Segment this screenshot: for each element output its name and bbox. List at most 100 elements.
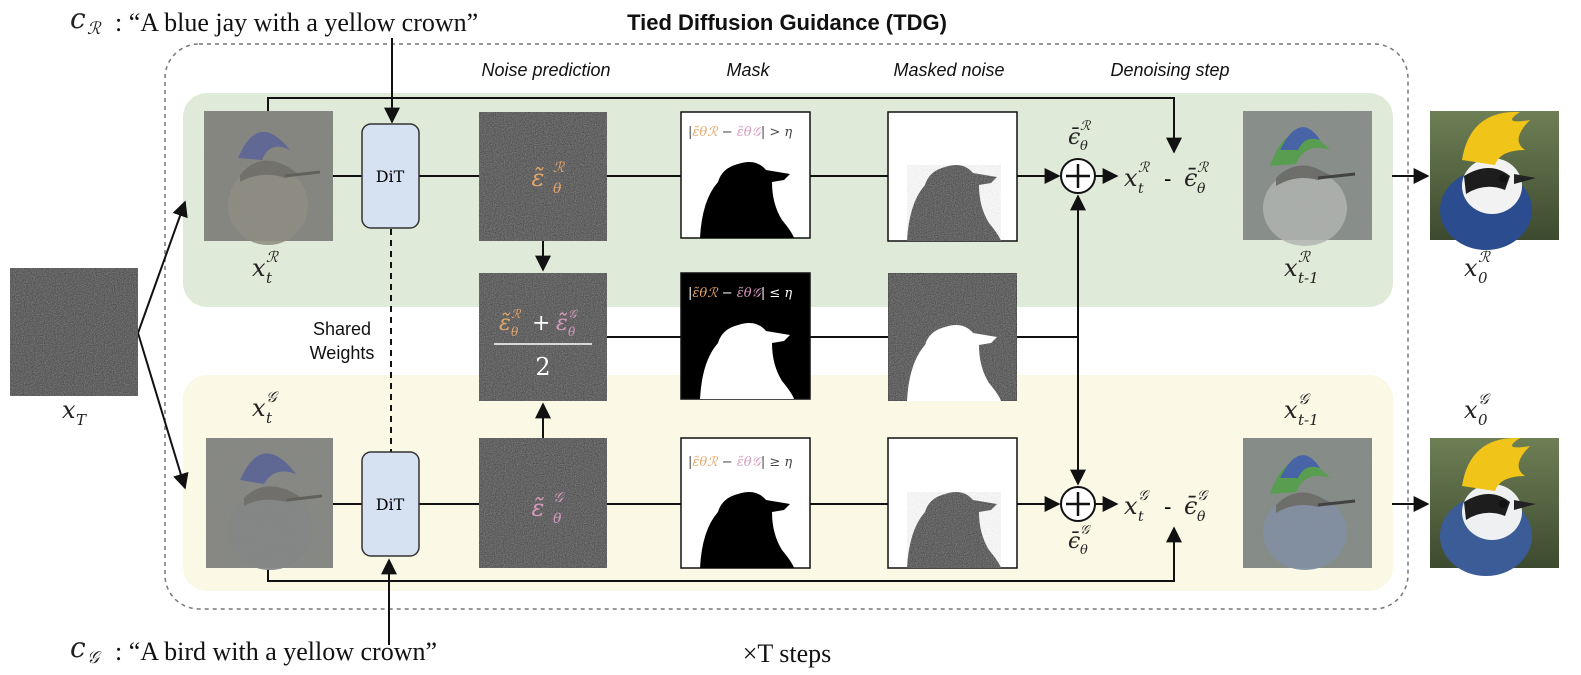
steps-loop-border (164, 43, 1409, 610)
header-noise-prediction: Noise prediction (481, 60, 610, 80)
dit-block-R (361, 123, 420, 229)
prompt-G: c 𝒢 : “A bird with a yellow crown” (70, 631, 437, 668)
noise-pred-G-tile (479, 438, 607, 568)
svg-text:t: t (266, 269, 273, 287)
svg-text:+: + (532, 311, 550, 336)
svg-text:𝒢: 𝒢 (568, 307, 579, 321)
xtG-noisy-image (206, 438, 333, 570)
svg-text:t-1: t-1 (1298, 269, 1319, 287)
svg-text:ℛ: ℛ (1298, 248, 1311, 266)
prompt-G-subscript: 𝒢 (87, 648, 102, 668)
denoise-eq-R: x t ℛ - ϵ̄ θ ℛ (1124, 160, 1209, 197)
noise-pred-R-tile (479, 112, 607, 241)
svg-text:t: t (1138, 509, 1144, 525)
svg-text:x: x (1464, 254, 1478, 282)
svg-text:θ: θ (568, 325, 576, 339)
noise-avg-tile (479, 273, 607, 401)
skip-connection-R (267, 97, 1182, 154)
shared-weights-line2: Weights (310, 343, 375, 363)
masked-noise-R-tile (887, 111, 1018, 242)
label-x0G: x 0 𝒢 (1464, 390, 1491, 429)
svg-text:𝒢: 𝒢 (266, 388, 279, 406)
label-x0R: x 0 ℛ (1464, 248, 1491, 287)
svg-text:x: x (1124, 492, 1138, 520)
svg-text:|ε̃θℛ − ε̃θ𝒢| > η: |ε̃θℛ − ε̃θ𝒢| > η (688, 125, 792, 140)
skip-connection-G (267, 526, 1182, 582)
header-denoising-step: Denoising step (1110, 60, 1229, 80)
sum-node-G (1060, 486, 1096, 522)
svg-text:x: x (1284, 396, 1298, 424)
x0G-image (1430, 437, 1559, 576)
prompt-R: c ℛ : “A blue jay with a yellow crown” (70, 2, 478, 39)
label-xtm1G: x t-1 𝒢 (1284, 390, 1319, 429)
noise-avg-label: ε̃ θ ℛ + ε̃ θ 𝒢 2 (494, 307, 592, 381)
shared-weights-line1: Shared (313, 319, 371, 339)
arrow-xT-to-R (137, 200, 188, 334)
diagram-title: Tied Diffusion Guidance (TDG) (627, 10, 947, 35)
prompt-R-symbol: c (70, 2, 86, 35)
masked-noise-G-tile (887, 437, 1018, 569)
svg-text:θ: θ (1080, 543, 1088, 558)
svg-text:ℛ: ℛ (1138, 160, 1150, 176)
svg-text:-: - (1164, 495, 1171, 520)
svg-text:θ: θ (511, 325, 519, 339)
svg-text:t: t (1138, 181, 1144, 197)
label-xtG: x t 𝒢 (252, 388, 279, 427)
svg-text:𝒢: 𝒢 (1197, 488, 1209, 504)
svg-text:ε̃: ε̃ (532, 494, 545, 522)
xtm1R-image (1243, 111, 1372, 246)
prompt-G-symbol: c (70, 631, 86, 664)
svg-text:𝒢: 𝒢 (1080, 523, 1092, 538)
svg-text:x: x (62, 396, 76, 424)
svg-text:θ: θ (553, 511, 562, 527)
xtm1G-image (1243, 438, 1372, 570)
svg-text:θ: θ (1080, 139, 1088, 154)
svg-text:0: 0 (1478, 411, 1488, 429)
steps-label: ×T steps (743, 639, 832, 668)
noise-pred-R-label: ε̃ θ ℛ (532, 160, 565, 197)
svg-text:ε̃: ε̃ (499, 311, 511, 336)
svg-text:ℛ: ℛ (266, 248, 279, 266)
svg-text:2: 2 (535, 353, 550, 381)
svg-text:|ε̃θℛ − ε̃θ𝒢| ≤ η: |ε̃θℛ − ε̃θ𝒢| ≤ η (688, 286, 792, 301)
svg-text:θ: θ (553, 181, 562, 197)
xtR-noisy-image (204, 111, 333, 245)
svg-text:𝒢: 𝒢 (1138, 488, 1150, 504)
svg-text:-: - (1164, 167, 1171, 192)
noise-pred-G-label: ε̃ θ 𝒢 (532, 490, 565, 527)
svg-text:x: x (1124, 164, 1138, 192)
mask-mid-tile: |ε̃θℛ − ε̃θ𝒢| ≤ η (680, 272, 811, 400)
svg-text:ϵ̄: ϵ̄ (1184, 492, 1197, 520)
dit-block-G (361, 451, 420, 557)
label-xT: x T (62, 396, 87, 429)
masked-noise-mid-tile (887, 272, 1018, 402)
denoise-eq-G: x t 𝒢 - ϵ̄ θ 𝒢 (1124, 488, 1209, 525)
svg-text:ϵ̄: ϵ̄ (1068, 125, 1080, 150)
header-masked-noise: Masked noise (893, 60, 1004, 80)
svg-text:θ: θ (1197, 509, 1206, 525)
svg-text:ℛ: ℛ (1197, 160, 1209, 176)
svg-text:x: x (1464, 396, 1478, 424)
svg-text:|ε̃θℛ − ε̃θ𝒢| ≥ η: |ε̃θℛ − ε̃θ𝒢| ≥ η (688, 455, 792, 470)
svg-text:t: t (266, 409, 273, 427)
svg-text:t-1: t-1 (1298, 411, 1319, 429)
svg-text:ℛ: ℛ (553, 160, 565, 176)
svg-text:ℛ: ℛ (1080, 119, 1092, 134)
mask-G-tile: |ε̃θℛ − ε̃θ𝒢| ≥ η (680, 437, 811, 569)
svg-text:ϵ̄: ϵ̄ (1184, 164, 1197, 192)
mask-R-tile: |ε̃θℛ − ε̃θ𝒢| > η (680, 111, 811, 239)
svg-text:𝒢: 𝒢 (1298, 390, 1311, 408)
prompt-R-text: : “A blue jay with a yellow crown” (115, 8, 478, 37)
arrow-xT-to-G (137, 332, 189, 490)
header-mask: Mask (726, 60, 770, 80)
svg-text:ε̃: ε̃ (532, 164, 545, 192)
svg-text:0: 0 (1478, 269, 1488, 287)
dit-label-G: DiT (376, 495, 405, 514)
prompt-R-subscript: ℛ (87, 19, 102, 39)
svg-text:θ: θ (1197, 181, 1206, 197)
x0R-image (1430, 111, 1559, 250)
label-xtm1R: x t-1 ℛ (1284, 248, 1319, 287)
svg-text:x: x (252, 254, 266, 282)
